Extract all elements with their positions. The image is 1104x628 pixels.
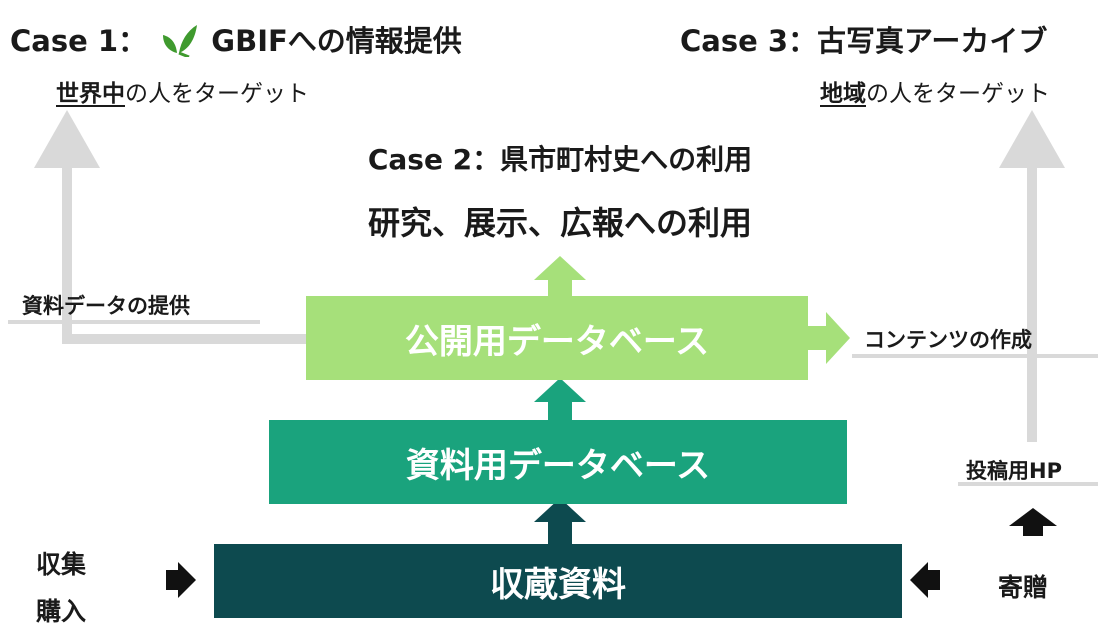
public-database-box: 公開用データベース [306,296,808,380]
left-gray-arrow [34,110,306,344]
material-database-box: 資料用データベース [269,420,847,504]
case3-title: Case 3：古写真アーカイブ [680,24,1048,58]
case1-title: Case 1： GBIFへの情報提供 [10,18,462,60]
label-data-provision: 資料データの提供 [22,294,190,318]
data-provision-underline [8,320,260,324]
label-collect: 収集 [36,550,87,579]
case2-title: Case 2：県市町村史への利用 [367,143,753,176]
submission-hp-underline [958,482,1098,486]
case3-subtitle-emph: 地域 [820,81,866,107]
up-arrow-middle [534,378,586,422]
label-submission-hp: 投稿用HP [966,459,1062,483]
label-donation: 寄贈 [998,573,1049,602]
right-input-arrow [910,562,940,598]
up-arrow-bottom [534,498,586,544]
case3-subtitle-rest: の人をターゲット [866,81,1050,107]
up-arrow-top [534,256,586,300]
holdings-box: 収蔵資料 [214,544,902,618]
label-purchase: 購入 [36,597,87,626]
case1-subtitle: 世界中の人をターゲット [56,74,309,108]
case3-subtitle: 地域の人をターゲット [820,74,1050,108]
case1-subtitle-emph: 世界中 [56,81,125,107]
case1-subtitle-rest: の人をターゲット [125,81,309,107]
case1-title-suffix: GBIFへの情報提供 [211,24,462,58]
donation-up-arrow [1009,508,1057,536]
right-arrow-content [806,312,850,364]
case2-uses: 研究、展示、広報への利用 [367,204,752,242]
right-gray-arrow [999,110,1065,442]
gbif-leaf-icon [163,25,198,59]
label-content-creation: コンテンツの作成 [864,328,1032,352]
case1-title-prefix: Case 1： [10,24,148,58]
content-creation-underline [852,354,1098,358]
left-input-arrow [166,562,196,598]
